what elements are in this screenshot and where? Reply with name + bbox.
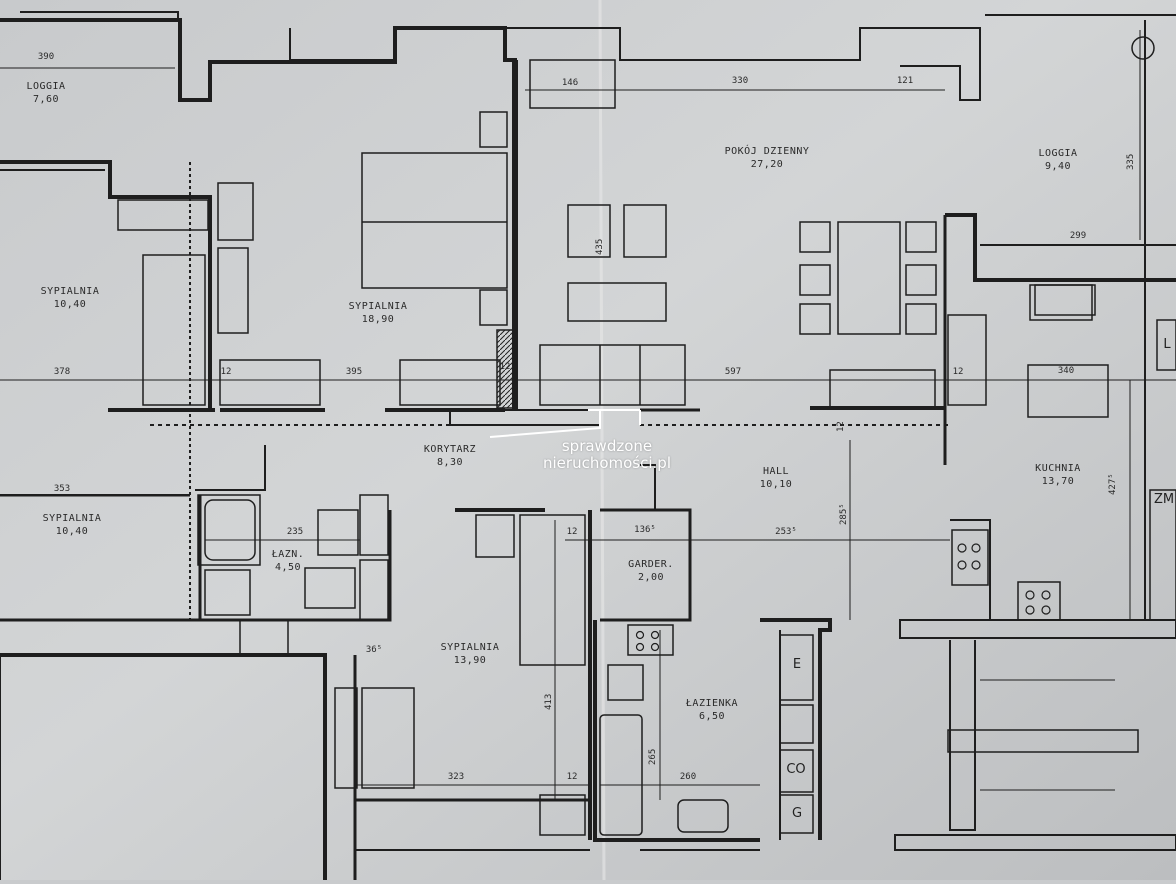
dim-121: 121 [896, 76, 914, 86]
dim-299: 299 [1069, 231, 1087, 241]
dim-235: 235 [286, 527, 304, 537]
dim-413: 413 [544, 693, 554, 710]
watermark-line-1: sprawdzone [561, 437, 653, 455]
dim-12-f: 12 [499, 362, 511, 372]
dim-260: 260 [679, 772, 697, 782]
dim-12-e: 12 [836, 421, 846, 432]
room-label-lazienka-1: ŁAZN.4,50 [271, 549, 305, 573]
watermark: sprawdzone nieruchomości.pl [543, 438, 671, 472]
dim-390: 390 [37, 52, 55, 62]
round-fixture [1131, 36, 1155, 60]
watermark-mark [489, 409, 641, 438]
dim-340: 340 [1057, 366, 1075, 376]
paper-fold [598, 0, 606, 881]
dim-395: 395 [345, 367, 363, 377]
equipment-l: L [1163, 337, 1171, 352]
dim-597: 597 [724, 367, 742, 377]
dim-136-5: 136⁵ [634, 525, 656, 535]
dim-253-5: 253⁵ [775, 527, 797, 537]
dim-330: 330 [731, 76, 749, 86]
equipment-co: CO [786, 762, 806, 777]
equipment-g: G [791, 806, 803, 821]
stove-burners [635, 543, 1051, 652]
dim-12-c: 12 [566, 527, 578, 537]
furniture [117, 59, 1176, 836]
dim-427-5: 427⁵ [1108, 473, 1118, 495]
dim-12-d: 12 [566, 772, 578, 782]
equipment-e: E [792, 657, 802, 672]
room-label-garderoba: GARDER.2,00 [628, 559, 674, 583]
equipment-zm: ZM [1153, 492, 1175, 507]
dim-435: 435 [595, 238, 605, 255]
dim-36-5: 36⁵ [365, 645, 383, 655]
dim-12-b: 12 [952, 367, 964, 377]
dim-265: 265 [648, 748, 658, 765]
dim-12-a: 12 [220, 367, 232, 377]
dim-146: 146 [561, 78, 579, 88]
chimney [496, 329, 514, 409]
watermark-line-2: nieruchomości.pl [543, 454, 671, 472]
dim-353: 353 [53, 484, 71, 494]
dim-285-5: 285⁵ [839, 503, 849, 525]
dim-323: 323 [447, 772, 465, 782]
dim-335: 335 [1126, 153, 1136, 170]
dimension-lines [0, 30, 1176, 800]
dim-378: 378 [53, 367, 71, 377]
